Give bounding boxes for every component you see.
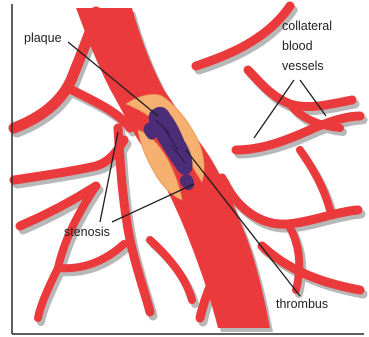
label-collateral-line3: vessels: [282, 59, 324, 73]
label-collateral-line2: blood: [282, 39, 313, 53]
label-stenosis: stenosis: [64, 225, 110, 239]
label-plaque: plaque: [24, 31, 62, 45]
label-thrombus: thrombus: [276, 297, 328, 311]
label-collateral-line1: collateral: [282, 19, 332, 33]
